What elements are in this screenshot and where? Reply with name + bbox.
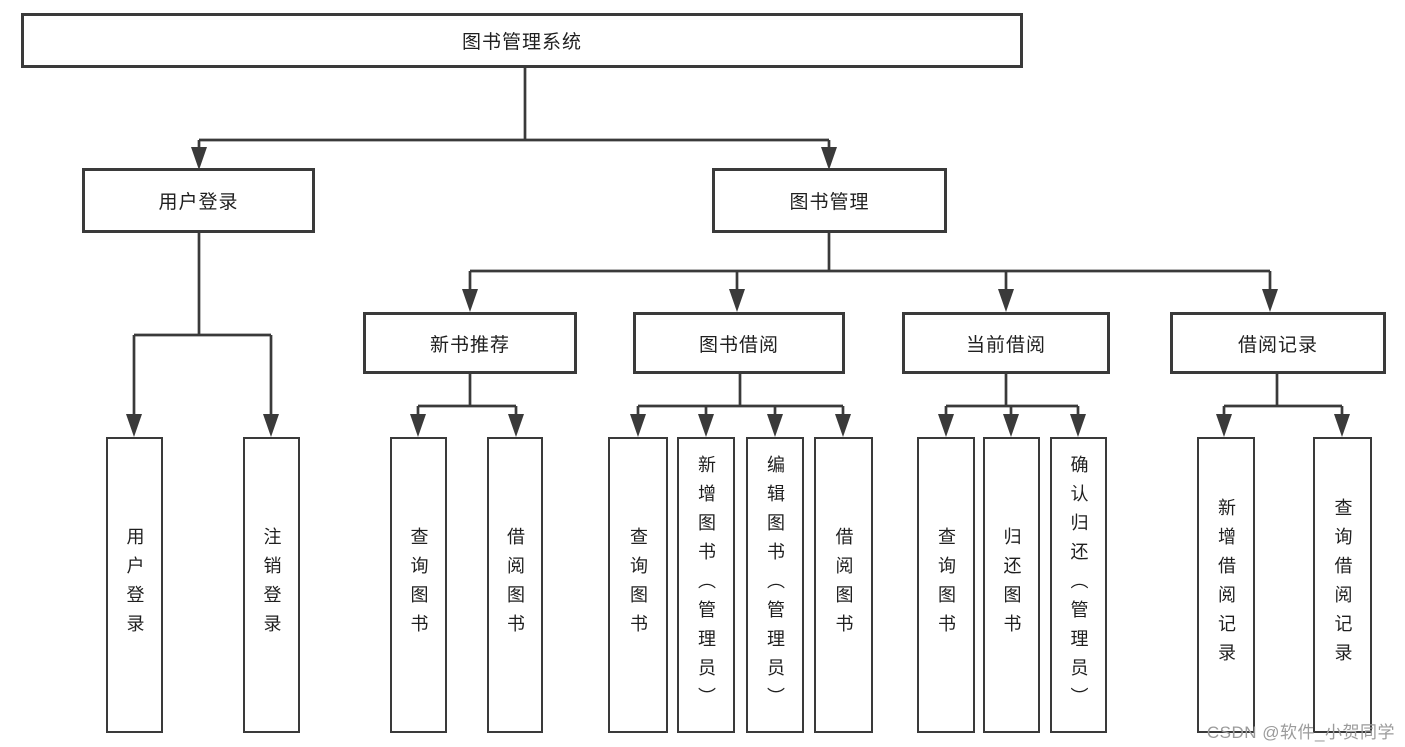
leaf-label: 新增借阅记录 [1216,498,1236,672]
node-label: 当前借阅 [965,334,1046,356]
node-label: 图书借阅 [698,334,779,356]
leaf-edit-book-admin: 编辑图书（管理员） [746,437,804,733]
leaf-add-borrow-record: 新增借阅记录 [1197,437,1255,733]
node-book-borrow: 图书借阅 [633,312,845,374]
leaf-borrow-book-recommend: 借阅图书 [487,437,543,733]
node-library-management-system: 图书管理系统 [21,13,1023,68]
leaf-logout: 注销登录 [243,437,300,733]
leaf-user-login: 用户登录 [106,437,163,733]
leaf-label: 借阅图书 [505,527,525,643]
leaf-add-book-admin: 新增图书（管理员） [677,437,735,733]
node-label: 用户登录 [158,192,239,213]
node-book-management: 图书管理 [712,168,947,233]
leaf-label: 归还图书 [1001,527,1022,643]
leaf-query-book-current: 查询图书 [917,437,975,733]
leaf-label: 查询图书 [936,527,956,643]
leaf-query-borrow-record: 查询借阅记录 [1313,437,1372,733]
node-user-login: 用户登录 [82,168,315,233]
leaf-confirm-return-admin: 确认归还（管理员） [1050,437,1107,733]
node-label: 图书管理 [789,192,870,213]
node-current-borrow: 当前借阅 [902,312,1110,374]
leaf-return-book: 归还图书 [983,437,1040,733]
leaf-label: 查询图书 [628,527,648,643]
node-borrow-records: 借阅记录 [1170,312,1386,374]
leaf-query-book-borrow: 查询图书 [608,437,668,733]
leaf-label: 用户登录 [124,527,145,643]
node-label: 新书推荐 [429,334,510,356]
leaf-label: 确认归还（管理员） [1068,454,1089,716]
node-label: 借阅记录 [1237,334,1318,356]
leaf-label: 编辑图书（管理员） [765,454,785,716]
node-new-book-recommend: 新书推荐 [363,312,577,374]
leaf-label: 借阅图书 [833,527,854,643]
node-label: 图书管理系统 [461,32,582,53]
leaf-query-book-recommend: 查询图书 [390,437,447,733]
csdn-watermark: CSDN @软件_小贺同学 [1206,723,1395,742]
leaf-label: 查询图书 [408,527,429,643]
leaf-borrow-book: 借阅图书 [814,437,873,733]
leaf-label: 查询借阅记录 [1332,498,1353,672]
leaf-label: 注销登录 [261,527,282,643]
leaf-label: 新增图书（管理员） [696,454,716,716]
